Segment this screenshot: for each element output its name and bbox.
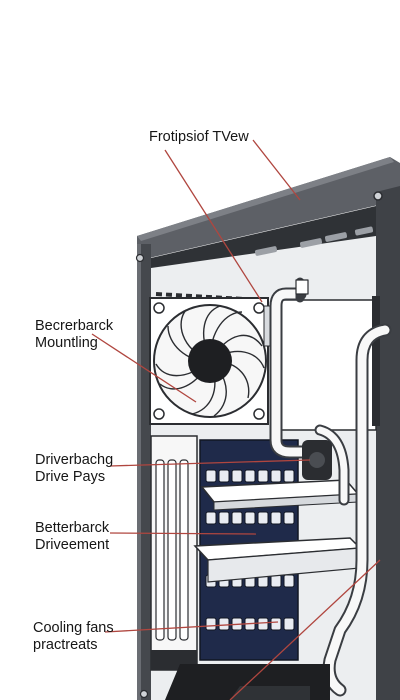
drive-slot-key — [283, 511, 295, 525]
drive-slot-key — [270, 574, 282, 588]
drive-bays-label-line-2: Drive Pays — [35, 469, 106, 485]
pcie-bracket-icon — [150, 435, 198, 671]
drivement-label-line-2: Driveement — [35, 537, 110, 553]
cooling-label-line-2: practreats — [33, 637, 98, 653]
drive-slot-key — [283, 617, 295, 631]
drive-slot-key — [218, 511, 230, 525]
drive-slot-key — [257, 511, 269, 525]
drive-slot-key — [205, 469, 217, 483]
liquid-cooling-tube-icon — [269, 277, 392, 697]
drive-slot-key — [205, 617, 217, 631]
title-text: Frotipsiof TVew — [149, 129, 249, 145]
drivement-label-line-1: Betterbarck — [35, 520, 110, 536]
drive-slot-key — [231, 469, 243, 483]
pump-block — [302, 440, 332, 480]
drive-slot-key — [244, 469, 256, 483]
leader-lines — [91, 139, 381, 700]
mounting-label-line-2: Mountling — [35, 335, 98, 351]
mounting-label: Becrerbarck Mountling — [35, 318, 113, 352]
case-right-rail — [376, 186, 400, 700]
mounting-label-line-1: Becrerbarck — [35, 318, 114, 334]
drive-slot-key — [270, 511, 282, 525]
diagram-title-label: Frotipsiof TVew — [149, 129, 249, 146]
drive-slot-key — [231, 511, 243, 525]
cooling-label-line-1: Cooling fans — [33, 620, 114, 636]
drive-slot-key — [270, 469, 282, 483]
drive-bays-label: Driverbachg Drive Pays — [35, 452, 113, 486]
psu-shroud — [165, 664, 330, 700]
drive-slot-key — [257, 469, 269, 483]
drive-slot-key — [218, 617, 230, 631]
drive-slot-key — [283, 469, 295, 483]
drive-slot-key — [205, 511, 217, 525]
cooling-fans-label: Cooling fans practreats — [33, 620, 114, 654]
drive-slot-key — [244, 511, 256, 525]
case-fan-icon — [149, 297, 271, 425]
drive-bays-label-line-1: Driverbachg — [35, 452, 114, 468]
case-top-panel — [137, 157, 400, 258]
drive-slot-key — [270, 617, 282, 631]
drive-slot-key — [257, 617, 269, 631]
drive-slot-key — [283, 574, 295, 588]
drivement-label: Betterbarck Driveement — [35, 520, 109, 554]
drive-slot-key — [218, 469, 230, 483]
